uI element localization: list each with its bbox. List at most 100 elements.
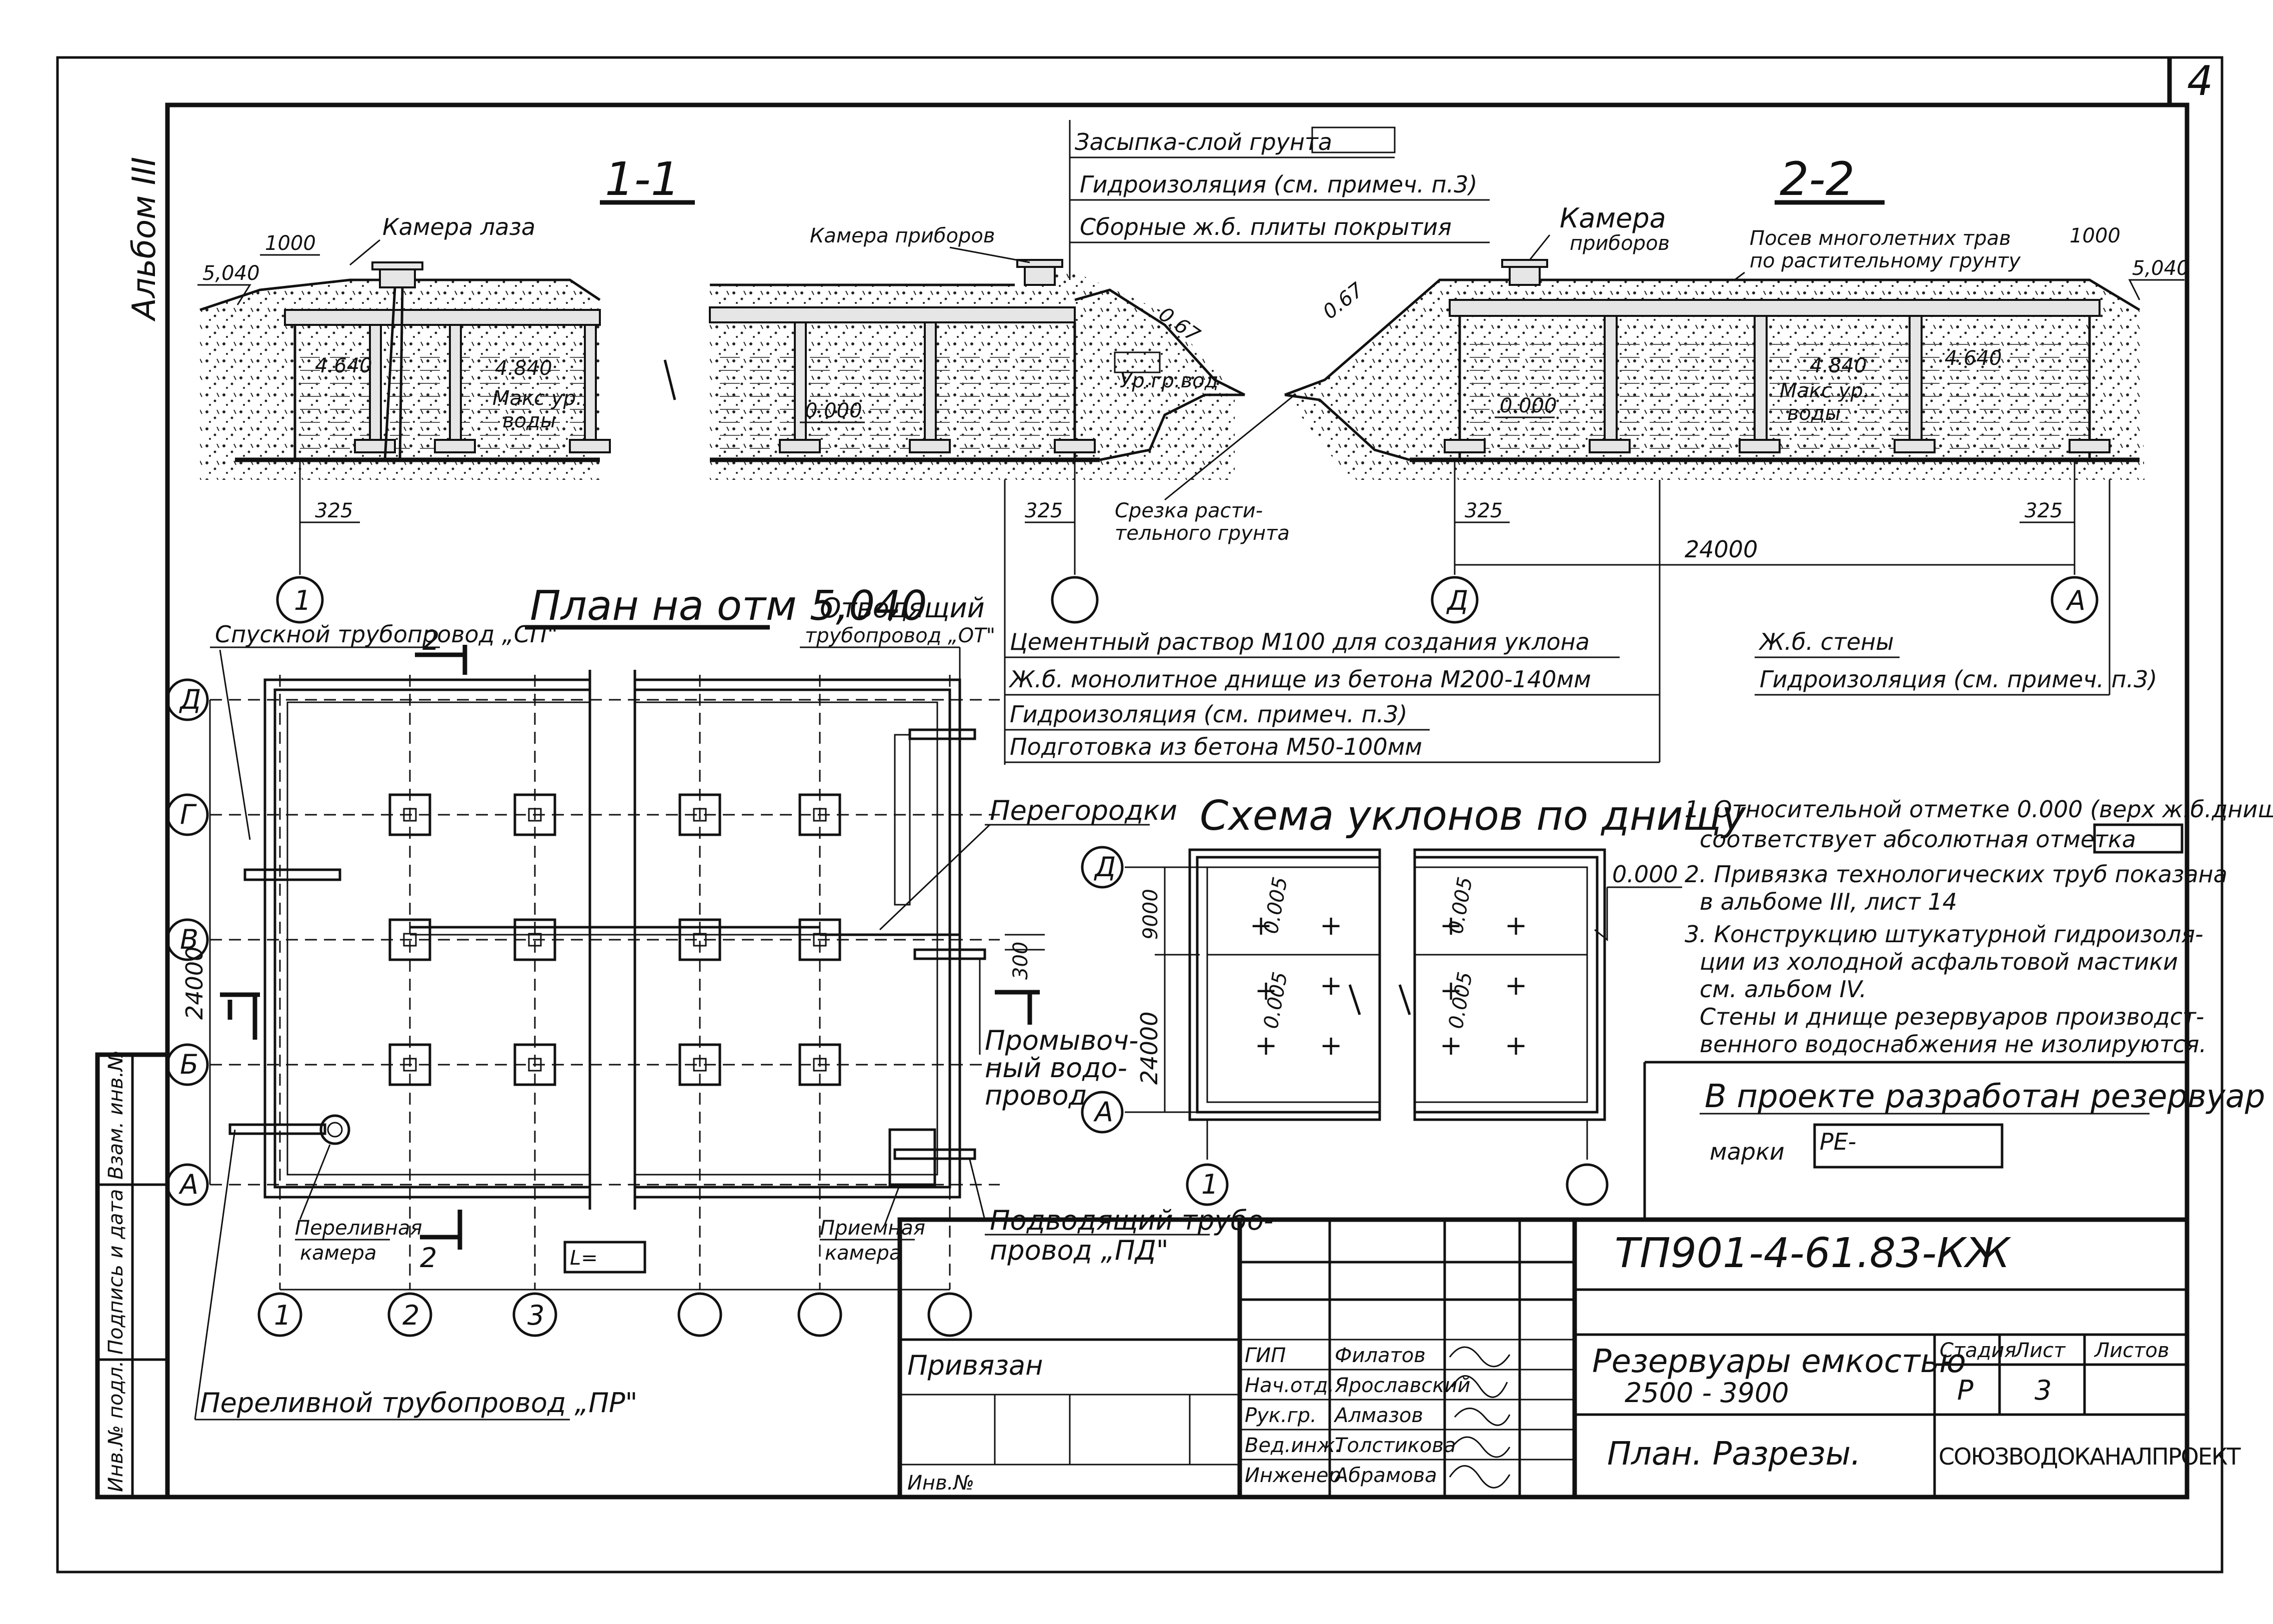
plan-cut-2-top: 2 [422, 625, 439, 656]
plan-overflow-cam-1: Переливная [295, 1217, 422, 1240]
tb-sheets-label: Листов [2094, 1339, 2169, 1362]
tb-privyazan: Привязан [907, 1350, 1043, 1381]
label-grass-1: Посев многолетних трав [1750, 227, 2011, 250]
label-kamera-2: Камера [1560, 202, 1666, 234]
svg-text:+: + [1255, 975, 1277, 1006]
tb-sheet-label: Лист [2014, 1339, 2066, 1362]
dim-1000-2: 1000 [2070, 224, 2121, 247]
slopes-dim-24000: 24000 [1136, 1012, 1163, 1085]
plan-flush-2: ный водо- [985, 1052, 1127, 1084]
stamp-sign: Подпись и дата [104, 1189, 127, 1355]
plan-col-axes: 1 2 3 [257, 675, 972, 1337]
tb-name-1: Ярославский [1334, 1374, 1470, 1397]
label-priborov-2: приборов [1570, 232, 1670, 255]
side-stamp: Взам. инв.№ Подпись и дата Инв.№ подл. [95, 1050, 170, 1500]
slope-val-1: 0.005 [1260, 875, 1292, 936]
tb-name-4: Абрамова [1333, 1464, 1437, 1487]
abs-elevation-box [2093, 823, 2184, 854]
tb-inv-no: Инв.№ [907, 1472, 974, 1495]
slope-scheme: Схема уклонов по днищу ++ ++ ++ ++ ++ ++… [1081, 792, 1747, 1206]
note-3-line-3: см. альбом IV. [1700, 976, 1867, 1003]
plan-title: План на отм 5,040 [530, 582, 927, 630]
layers-bottom: Цементный раствор М100 для создания укло… [1004, 480, 1661, 765]
plan-length-box [563, 1241, 646, 1274]
dim-325-2a: 325 [1465, 499, 1503, 522]
slopes-elev-0000: 0.000 [1612, 861, 1678, 888]
plan-col-2: 2 [402, 1300, 419, 1331]
column-group-right [779, 321, 1096, 453]
slope-2: 0.67 [1319, 278, 1368, 323]
project-mark-value: РЕ- [1820, 1128, 1856, 1155]
layer-backfill: Засыпка-слой грунта [1075, 128, 1332, 155]
label-grass-2: по растительному грунту [1750, 249, 2021, 272]
layer-waterproof-bottom: Гидроизоляция (см. примеч. п.3) [1010, 701, 1407, 728]
plan-col-3: 3 [527, 1300, 544, 1331]
plan-row-B: Б [180, 1049, 198, 1080]
svg-text:+: + [1505, 1030, 1527, 1061]
svg-text:+: + [1505, 910, 1527, 941]
slopes-row-A: А [1093, 1096, 1113, 1128]
svg-text:+: + [1440, 1030, 1462, 1061]
tb-name-3: Толстикова [1335, 1434, 1456, 1457]
title-block: Привязан Инв.№ ГИП Нач.отд. Рук.гр. Вед.… [897, 1217, 2242, 1500]
plan-outlet-1: Отводящий [820, 592, 985, 624]
tb-code: ТП901-4-61.83-КЖ [1615, 1230, 2012, 1277]
plan-overflow-cam-2: камера [300, 1242, 376, 1265]
svg-text:+: + [1255, 1030, 1277, 1061]
slopes-dim-9000: 9000 [1139, 889, 1162, 940]
plan-outlet-2: трубопровод „ОТ" [805, 624, 995, 647]
plan-row-G: Г [180, 799, 197, 830]
tb-role-1: Нач.отд. [1245, 1374, 1334, 1397]
elev-0000: 0.000 [805, 399, 862, 422]
tb-role-2: Рук.гр. [1245, 1404, 1317, 1427]
tb-role-0: ГИП [1245, 1344, 1286, 1367]
layer-slabs: Сборные ж.б. плиты покрытия [1080, 213, 1452, 240]
slopes-row-D: Д [1094, 851, 1116, 883]
project-mark-label: марки [1710, 1138, 1785, 1165]
slope-val-3: 0.005 [1445, 875, 1477, 936]
note-3-line-4: Стены и днище резервуаров производст- [1700, 1003, 2204, 1030]
layers-top: Засыпка-слой грунта Гидроизоляция (см. п… [1069, 120, 1490, 280]
layer-cement: Цементный раствор М100 для создания укло… [1010, 628, 1590, 655]
tb-description-1: Резервуары емкостью [1592, 1343, 1966, 1380]
layer-concrete-prep: Подготовка из бетона М50-100мм [1010, 733, 1422, 760]
dim-325-2b: 325 [2025, 499, 2063, 522]
album-label: Альбом III [126, 157, 163, 322]
layer-wall-waterproof: Гидроизоляция (см. примеч. п.3) [1760, 666, 2157, 693]
plan-dim-24000: 24000 [181, 947, 208, 1020]
dim-1000: 1000 [265, 232, 316, 255]
svg-text:+: + [1320, 970, 1342, 1001]
dim-24000-2: 24000 [1685, 536, 1758, 563]
elev-5040: 5,040 [202, 262, 260, 285]
max-water-2: воды [502, 409, 556, 432]
note-3-line-5: венного водоснабжения не изолируются. [1700, 1031, 2207, 1058]
elev-5040-2: 5,040 [2132, 257, 2190, 280]
tb-role-4: Инженер [1245, 1464, 1341, 1487]
tb-description-2: 2500 - 3900 [1625, 1377, 1789, 1409]
slopes-col-1: 1 [1201, 1169, 1218, 1200]
plan-length-label: L= [570, 1247, 598, 1270]
notes: 1. Относительной отметке 0.000 (верх ж.б… [1685, 796, 2273, 1058]
layer-wall-rc: Ж.б. стены [1758, 628, 1894, 655]
layer-waterproof: Гидроизоляция (см. примеч. п.3) [1080, 171, 1477, 198]
elev-4640-2: 4.640 [1945, 347, 2002, 370]
plan-cut-2-bottom: 2 [420, 1242, 437, 1274]
svg-text:+: + [1250, 910, 1272, 941]
tb-sheet: 3 [2035, 1375, 2052, 1406]
plan-supply-2: провод „ПД" [990, 1235, 1169, 1266]
tb-name-2: Алмазов [1333, 1404, 1423, 1427]
elev-4840: 4.840 [495, 357, 552, 380]
plan-pipes [228, 728, 986, 1186]
elev-4840-2: 4.840 [1810, 354, 1867, 377]
stamp-replace: Взам. инв.№ [104, 1050, 127, 1180]
project-mark-box [1813, 1123, 2004, 1169]
elev-4640: 4.640 [315, 354, 372, 377]
column-group-left [354, 324, 611, 453]
elev-0000-2: 0.000 [1500, 394, 1557, 417]
label-kamera-laza: Камера лаза [382, 213, 535, 240]
project-heading: В проекте разработан резервуар [1705, 1078, 2265, 1115]
signatures [1449, 1346, 1511, 1489]
axis-2-2-right: А [2066, 585, 2086, 616]
axis-1-1-left: 1 [294, 585, 311, 616]
